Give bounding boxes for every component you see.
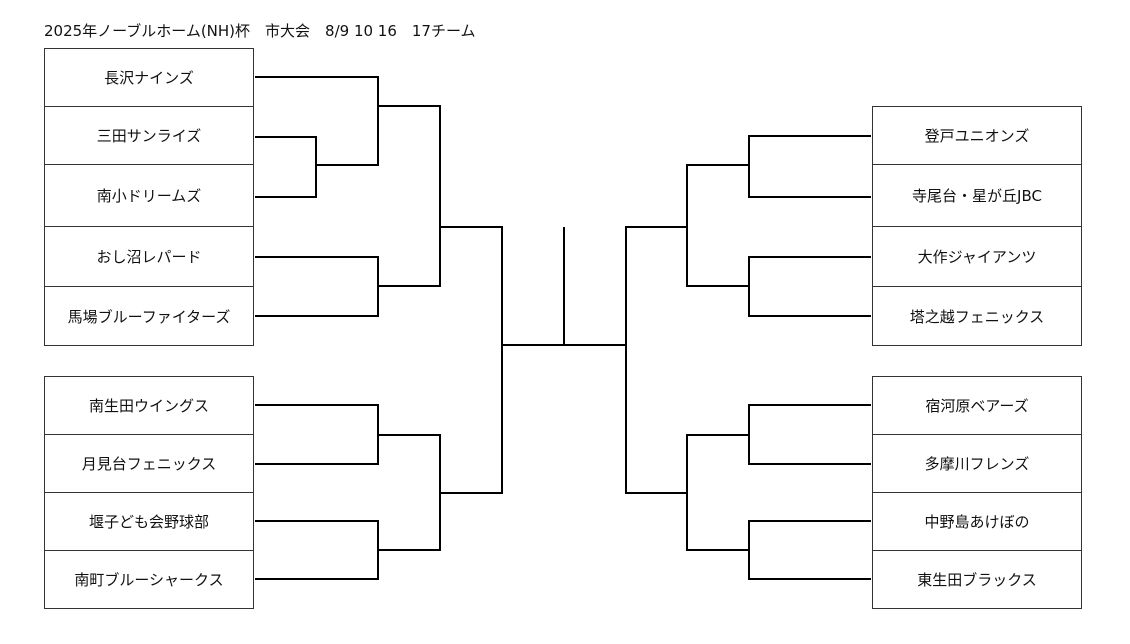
team-name: 馬場ブルーファイターズ xyxy=(67,307,231,326)
team-name: 長沢ナインズ xyxy=(104,69,194,87)
team-name: 堰子ども会野球部 xyxy=(88,513,209,531)
team-box: 南町ブルーシャークス xyxy=(44,550,254,609)
team-name: 大作ジャイアンツ xyxy=(917,248,1037,266)
team-name: 宿河原ベアーズ xyxy=(925,397,1029,415)
team-name: 多摩川フレンズ xyxy=(924,455,1030,473)
team-box: 多摩川フレンズ xyxy=(872,434,1082,493)
team-box: おし沼レパード xyxy=(44,226,254,287)
page-title: 2025年ノーブルホーム(NH)杯 市大会 8/9 10 16 17チーム xyxy=(44,22,476,40)
team-box: 中野島あけぼの xyxy=(872,492,1082,551)
team-box: 大作ジャイアンツ xyxy=(872,226,1082,287)
team-name: 南生田ウイングス xyxy=(88,397,209,415)
team-name: 中野島あけぼの xyxy=(924,513,1030,531)
team-box: 東生田ブラックス xyxy=(872,550,1082,609)
team-name: 寺尾台・星が丘JBC xyxy=(912,187,1042,205)
team-name: 塔之越フェニックス xyxy=(909,307,1045,326)
team-name: おし沼レパード xyxy=(96,248,202,266)
team-box: 堰子ども会野球部 xyxy=(44,492,254,551)
team-name: 登戸ユニオンズ xyxy=(924,127,1030,145)
team-box: 南生田ウイングス xyxy=(44,376,254,435)
team-name: 三田サンライズ xyxy=(96,127,202,145)
team-box: 月見台フェニックス xyxy=(44,434,254,493)
team-box: 塔之越フェニックス xyxy=(872,286,1082,346)
team-box: 馬場ブルーファイターズ xyxy=(44,286,254,346)
team-box: 寺尾台・星が丘JBC xyxy=(872,164,1082,227)
team-name: 南小ドリームズ xyxy=(96,187,202,205)
team-box: 登戸ユニオンズ xyxy=(872,106,1082,165)
team-name: 月見台フェニックス xyxy=(81,455,217,473)
team-name: 東生田ブラックス xyxy=(917,571,1037,589)
team-box: 三田サンライズ xyxy=(44,106,254,165)
team-name: 南町ブルーシャークス xyxy=(74,571,224,589)
